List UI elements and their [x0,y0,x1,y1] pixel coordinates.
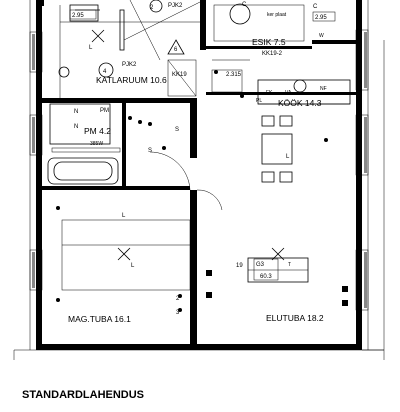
pl-label: PL [256,98,262,104]
symbol-l-4: L [122,213,126,219]
group-area: 60.3 [260,274,272,280]
va-label: VA [285,90,292,96]
num-4: 4 [103,69,107,75]
radiator-label: 385W [90,141,103,147]
room-label-wc: PM 4.2 [84,126,111,136]
group-id: G3 [256,262,265,268]
room-label-kook: KÖÖK 14.3 [278,98,322,108]
fk-label: FK [266,90,273,96]
symbol-n-1: N [74,109,78,115]
room-label-esik: ESIK 7.5 [252,37,286,47]
area-tag-tl: 2.95 [72,13,84,19]
electrical-dots [56,70,328,312]
page-title: STANDARDLAHENDUS [22,389,144,401]
area-tag-315: 2.315 [226,72,242,78]
symbol-c-2: C [313,4,318,10]
symbol-l-1: L [89,45,93,51]
kk19-tag: KK19 [172,72,187,78]
symbol-l-2: L [131,263,135,269]
bathroom-fixtures [47,103,121,185]
living-fixtures [149,151,348,306]
symbol-3: 3 [176,310,180,316]
symbol-n-2: N [74,124,78,130]
facade-lines [13,0,385,360]
kk19-2-tag: KK19-2 [262,51,283,57]
bedroom-fixtures [61,219,191,291]
t-label: T [288,262,291,268]
ker-plaat-label: ker plaat [267,12,287,18]
room-label-magtuba: MAG.TUBA 16.1 [68,314,131,324]
labels: KATLARUUM 10.6 ESIK 7.5 KÖÖK 14.3 MAG.TU… [22,2,336,401]
w-label: W [319,33,324,39]
symbol-s-1: S [175,127,179,133]
symbol-2: 2 [176,296,180,302]
room-label-katlaruum: KATLARUUM 10.6 [96,75,167,85]
symbol-c-1: C [242,2,247,8]
pjk2-mid: PJK2 [122,62,137,68]
pjk2-top: PJK2 [168,3,183,9]
num-6: 6 [174,47,178,53]
area-tag-tr: 2.95 [315,15,327,21]
nf-label: NF [320,86,327,92]
num-2: 2 [150,5,154,11]
symbol-s-2: S [148,148,152,154]
group-num: 19 [236,263,243,269]
pm-label: PM [100,108,109,114]
kitchen-fixtures [211,3,351,183]
room-label-elutuba: ELUTUBA 18.2 [266,313,324,323]
symbol-l-3: L [286,154,290,160]
walls [36,0,362,350]
